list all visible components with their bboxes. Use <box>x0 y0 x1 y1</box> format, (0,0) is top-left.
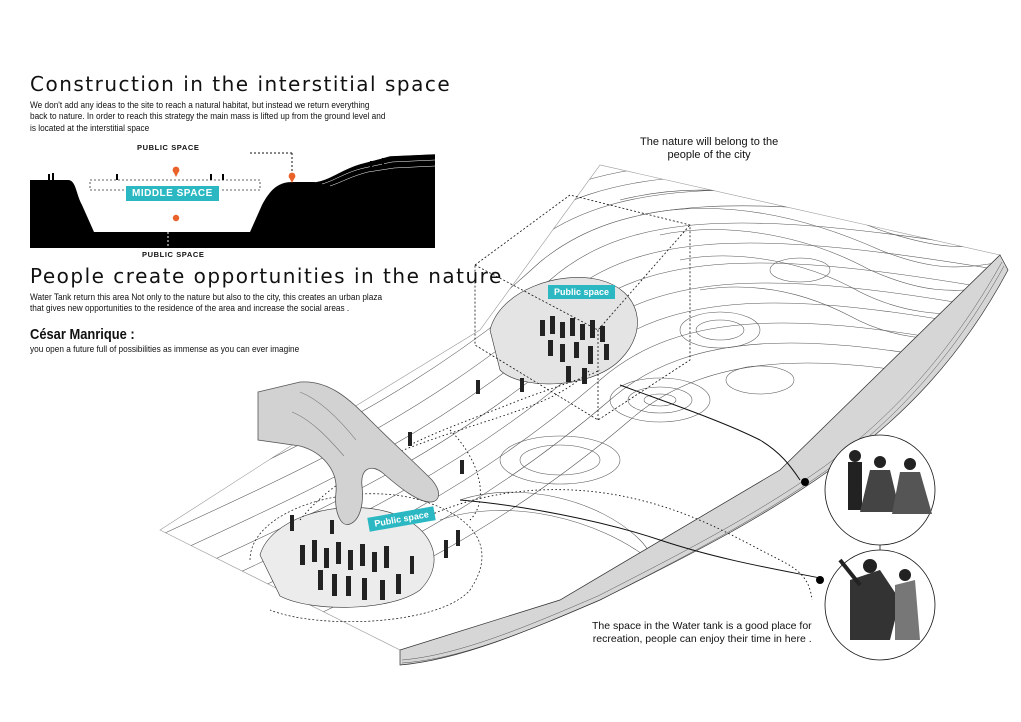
quote-text: you open a future full of possibilities … <box>30 344 300 355</box>
water-tank-caption-line: The space in the Water tank is a good pl… <box>592 620 812 632</box>
callout-dot-lower <box>816 576 824 584</box>
lower-plaza <box>259 507 435 608</box>
opportunities-paragraph: Water Tank return this area Not only to … <box>30 292 382 315</box>
quote-author: César Manrique : <box>30 326 135 343</box>
intro-line: is located at the interstitial space <box>30 122 150 134</box>
intro-line: back to nature. In order to reach this s… <box>30 111 386 123</box>
nature-caption-line: people of the city <box>667 149 751 161</box>
upper-public-space-tag: Public space <box>548 285 616 299</box>
dashed-volume-box <box>474 194 691 421</box>
opportunities-line: Water Tank return this area Not only to … <box>30 292 383 303</box>
path-network <box>299 369 601 521</box>
opportunities-line: that gives new opportunities to the resi… <box>30 303 350 315</box>
crowd-lower <box>290 432 464 600</box>
intro-title: Construction in the interstitial space <box>30 72 452 96</box>
water-tank-caption: The space in the Water tank is a good pl… <box>592 620 812 646</box>
orange-marker-bottom <box>172 214 180 222</box>
nature-caption-line: The nature will belong to the <box>640 136 779 148</box>
middle-space-tag: MIDDLE SPACE <box>125 185 220 202</box>
opportunities-title: People create opportunities in the natur… <box>30 264 503 288</box>
terrain-cliff-edge <box>399 254 1009 666</box>
public-space-top-label: PUBLIC SPACE <box>137 143 200 152</box>
intro-paragraph: We don't add any ideas to the site to re… <box>30 100 385 134</box>
nature-caption: The nature will belong to the people of … <box>640 136 778 162</box>
public-space-bottom-label: PUBLIC SPACE <box>142 250 205 259</box>
hand-illustration <box>257 381 439 525</box>
callout-dot-upper <box>801 478 809 486</box>
water-tank-caption-line: recreation, people can enjoy their time … <box>592 633 812 645</box>
intro-line: We don't add any ideas to the site to re… <box>30 100 370 111</box>
crowd-upper <box>476 316 609 394</box>
